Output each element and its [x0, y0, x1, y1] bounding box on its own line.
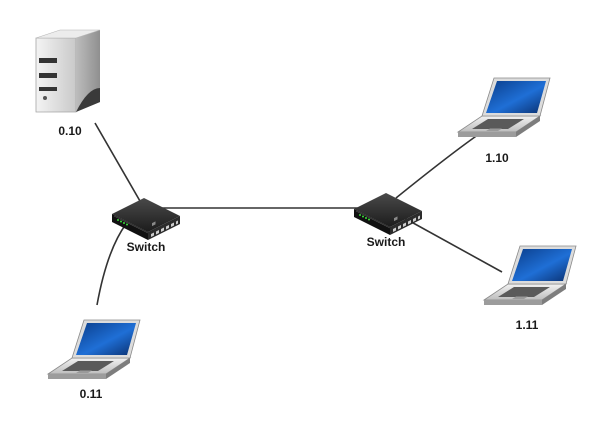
link-server-switch-left	[94, 122, 145, 209]
switch-right-label: Switch	[366, 235, 406, 249]
switch-left-label: Switch	[126, 240, 166, 254]
server-label: 0.10	[58, 124, 82, 138]
switch-left-node[interactable]	[111, 197, 181, 241]
laptop-111-node[interactable]	[483, 245, 577, 306]
laptop-111-label: 1.11	[515, 318, 539, 332]
laptop-110-node[interactable]	[457, 77, 551, 138]
laptop-011-label: 0.11	[79, 387, 103, 401]
link-laptop-011-switch-left	[96, 223, 127, 306]
server-node[interactable]	[35, 29, 101, 113]
laptop-110-label: 1.10	[485, 151, 509, 165]
link-switch-right-laptop-110	[395, 131, 483, 199]
laptop-011-node[interactable]	[47, 319, 141, 380]
switch-right-node[interactable]	[353, 192, 423, 236]
